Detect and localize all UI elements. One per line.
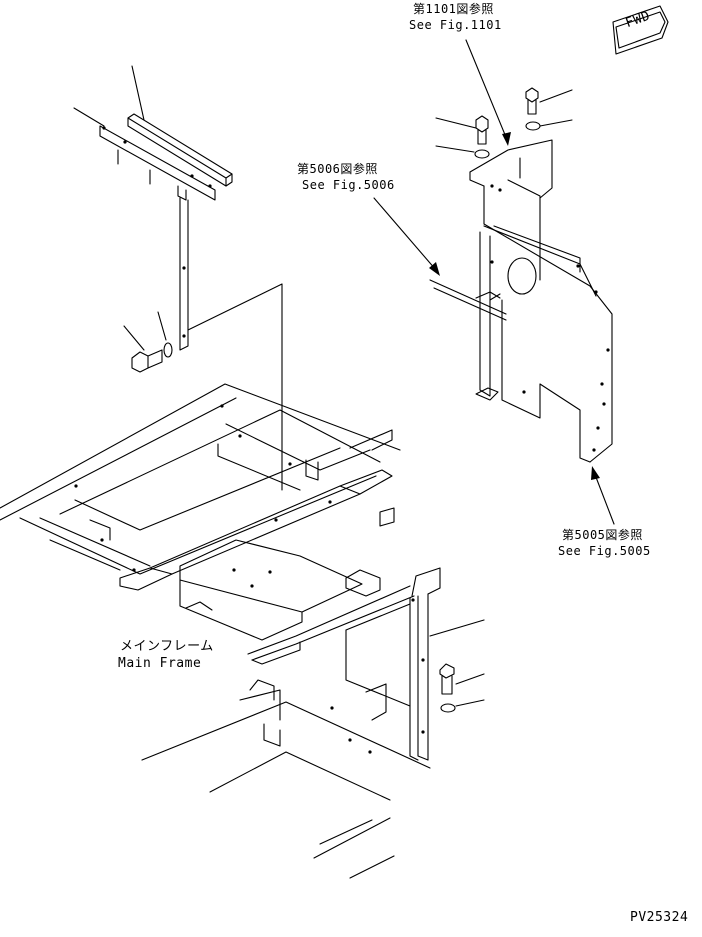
reference-arrow — [373, 197, 440, 276]
bolt-icon — [475, 115, 489, 145]
bolt-icon — [131, 349, 163, 373]
leader-line — [435, 117, 477, 129]
fwd-arrow-icon — [612, 5, 669, 55]
washer-icon — [440, 703, 456, 713]
lower-frame-rail — [141, 585, 431, 801]
fig1101-reference-en: See Fig.1101 — [409, 18, 502, 32]
right-vertical-bracket — [409, 567, 441, 761]
rail-fig5006 — [429, 279, 507, 321]
fig5005-reference-jp: 第5005図参照 — [562, 528, 643, 542]
main-frame — [0, 383, 401, 591]
leader-line — [455, 673, 485, 685]
bottom-frame — [313, 817, 395, 879]
leader-line — [187, 283, 283, 491]
fig5006-reference-en: See Fig.5006 — [302, 178, 395, 192]
fig5006-reference-jp: 第5006図参照 — [297, 162, 378, 176]
fig1101-reference-jp: 第1101図参照 — [413, 2, 494, 16]
bolt-icon — [439, 663, 455, 695]
reference-arrow — [465, 39, 511, 146]
leader-line — [455, 699, 485, 707]
leader-line — [539, 89, 573, 103]
leader-line — [539, 119, 573, 127]
fig5005-reference-en: See Fig.5005 — [558, 544, 651, 558]
leader-line — [429, 619, 485, 637]
leader-line — [123, 325, 145, 351]
washer-icon — [163, 342, 173, 358]
drawing-number: PV25324 — [630, 910, 689, 925]
center-block — [179, 539, 381, 641]
main-frame-label-jp: メインフレーム — [120, 639, 214, 654]
leader-line — [157, 311, 167, 341]
leader-line — [435, 145, 475, 153]
washer-icon — [474, 149, 490, 159]
reference-arrow — [591, 466, 615, 525]
right-plate-assembly — [469, 139, 613, 463]
washer-icon — [525, 121, 541, 131]
main-frame-label-en: Main Frame — [118, 656, 202, 671]
upper-left-bracket — [99, 113, 233, 351]
leader-line — [131, 65, 145, 121]
leader-line — [73, 107, 105, 127]
bolt-icon — [525, 87, 539, 115]
